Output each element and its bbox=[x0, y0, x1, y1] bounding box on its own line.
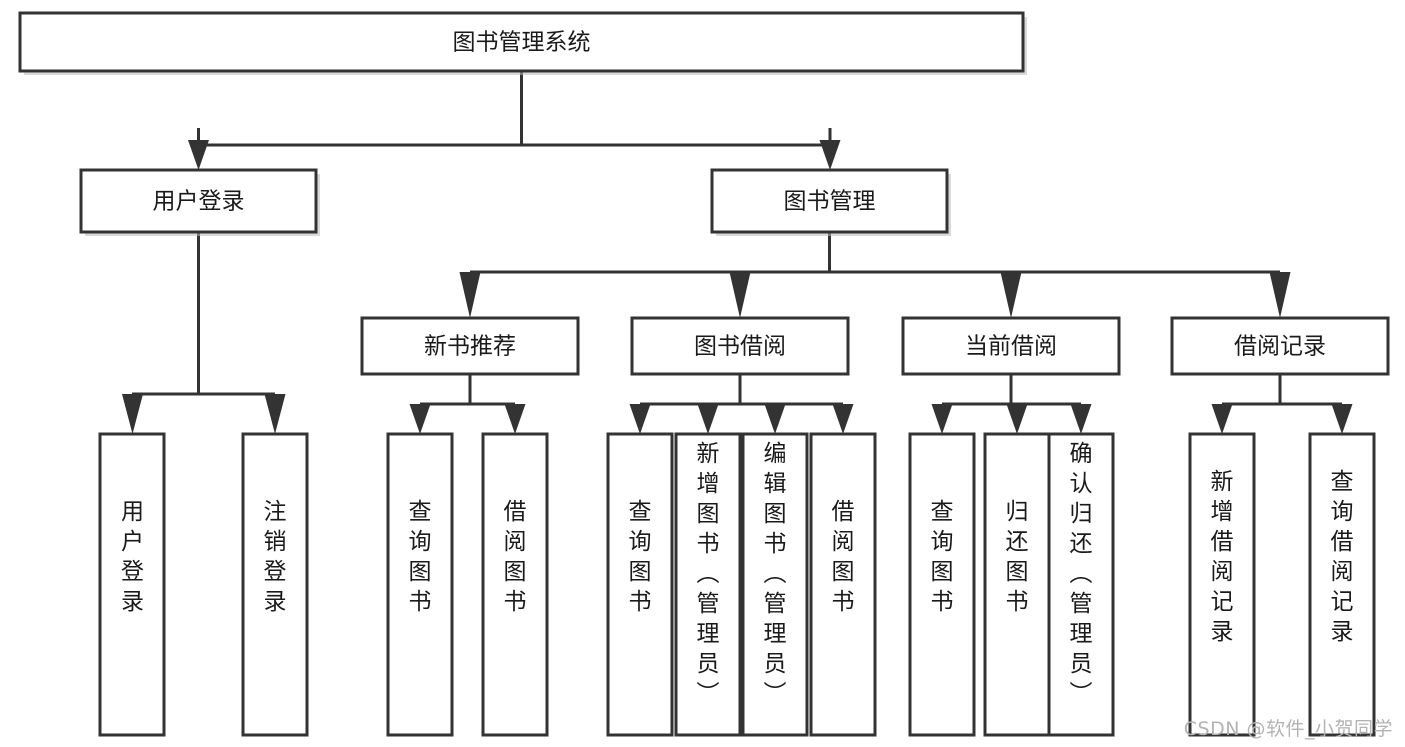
leaf-add-book-label: 新增图书︵管理员︶ bbox=[697, 441, 720, 707]
book-borrow-label: 图书借阅 bbox=[694, 334, 786, 360]
edge-bookborrow-to-leaves bbox=[640, 374, 843, 406]
current-borrow-label: 当前借阅 bbox=[965, 334, 1057, 360]
arrowhead-leaf-borrow-book-2 bbox=[832, 404, 854, 434]
node-root[interactable]: 图书管理系统 bbox=[18, 11, 1027, 75]
leaf-edit-book-box bbox=[741, 432, 809, 737]
arrowhead-new-book-rec bbox=[459, 272, 481, 318]
arrow-to-book-manage bbox=[819, 140, 841, 170]
csdn-watermark: CSDN @软件_小贺同学 bbox=[1183, 718, 1393, 740]
node-book-borrow[interactable]: 图书借阅 bbox=[630, 316, 850, 376]
arrowhead-current-borrow bbox=[1000, 272, 1022, 318]
arrowhead-user-login bbox=[188, 140, 209, 170]
node-leaf-add-record[interactable]: 新增借阅记录 bbox=[1188, 432, 1256, 737]
user-login-box bbox=[79, 168, 318, 234]
arrowhead-leaf-edit-book bbox=[764, 404, 786, 434]
node-new-book-rec[interactable]: 新书推荐 bbox=[360, 316, 580, 376]
leaf-add-record-label: 新增借阅记录 bbox=[1211, 469, 1234, 645]
node-leaf-query-record[interactable]: 查询借阅记录 bbox=[1308, 432, 1376, 737]
node-leaf-user-logout[interactable]: 注销登录 bbox=[241, 432, 309, 737]
leaf-query-book-2-label: 查询图书 bbox=[629, 499, 652, 615]
arrowhead-book-borrow bbox=[729, 272, 751, 318]
leaf-borrow-book-2-box bbox=[809, 432, 877, 737]
new-book-rec-box bbox=[360, 316, 580, 376]
node-leaf-query-book-2[interactable]: 查询图书 bbox=[606, 432, 674, 737]
node-leaf-query-book-3[interactable]: 查询图书 bbox=[908, 432, 976, 737]
edge-userlogin-to-leaves bbox=[132, 232, 275, 396]
leaf-return-book-box bbox=[983, 432, 1051, 737]
leaf-borrow-book-1-box bbox=[481, 432, 549, 737]
borrow-record-box bbox=[1170, 316, 1390, 376]
leaf-return-book-label: 归还图书 bbox=[1006, 499, 1029, 615]
node-user-login[interactable]: 用户登录 bbox=[79, 168, 320, 236]
arrowhead-borrow-record bbox=[1269, 272, 1291, 318]
node-leaf-user-login[interactable]: 用户登录 bbox=[98, 432, 166, 737]
book-manage-box bbox=[710, 168, 949, 234]
borrow-record-label: 借阅记录 bbox=[1234, 334, 1326, 360]
leaf-add-record-box bbox=[1188, 432, 1256, 737]
leaf-edit-book-label: 编辑图书︵管理员︶ bbox=[764, 441, 787, 707]
leaf-add-book-box bbox=[674, 432, 742, 737]
leaf-query-record-label: 查询借阅记录 bbox=[1331, 469, 1354, 645]
arrow-to-current-borrow bbox=[1000, 272, 1022, 318]
node-leaf-borrow-book-2[interactable]: 借阅图书 bbox=[809, 432, 877, 737]
node-leaf-edit-book[interactable]: 编辑图书︵管理员︶ bbox=[741, 432, 809, 737]
node-leaf-query-book-1[interactable]: 查询图书 bbox=[386, 432, 454, 737]
leaf-confirm-return-box bbox=[1047, 432, 1115, 737]
leaf-query-book-3-box bbox=[908, 432, 976, 737]
edge-root-to-level2 bbox=[197, 71, 832, 147]
leaf-borrow-book-2-label: 借阅图书 bbox=[832, 499, 855, 615]
new-book-rec-label: 新书推荐 bbox=[424, 334, 516, 360]
leaf-user-logout-box bbox=[241, 432, 309, 737]
root-box bbox=[18, 11, 1025, 73]
arrowhead-leaf-query-book-3 bbox=[931, 404, 953, 434]
node-leaf-add-book[interactable]: 新增图书︵管理员︶ bbox=[674, 432, 742, 737]
leaf-borrow-book-1-label: 借阅图书 bbox=[504, 499, 527, 615]
arrowhead-leaf-confirm-return bbox=[1070, 404, 1092, 434]
node-borrow-record[interactable]: 借阅记录 bbox=[1170, 316, 1390, 376]
arrowhead-leaf-user-login bbox=[122, 394, 143, 434]
current-borrow-box bbox=[901, 316, 1121, 376]
node-leaf-return-book[interactable]: 归还图书 bbox=[983, 432, 1051, 737]
arrow-to-new-book-rec bbox=[459, 272, 481, 318]
book-borrow-box bbox=[630, 316, 850, 376]
node-leaf-borrow-book-1[interactable]: 借阅图书 bbox=[481, 432, 549, 737]
arrowhead-leaf-add-record bbox=[1211, 404, 1233, 434]
connector-layer bbox=[122, 71, 1353, 434]
leaf-user-logout-label: 注销登录 bbox=[264, 499, 287, 615]
edge-bookmanage-to-level3 bbox=[470, 232, 1280, 274]
user-login-label: 用户登录 bbox=[153, 189, 245, 215]
leaf-user-login-label: 用户登录 bbox=[121, 499, 144, 615]
arrow-to-book-borrow bbox=[729, 272, 751, 318]
arrowhead-leaf-query-book-2 bbox=[629, 404, 651, 434]
arrowhead-leaf-query-book-1 bbox=[409, 404, 431, 434]
arrowhead-leaf-user-logout bbox=[264, 394, 286, 434]
node-book-manage[interactable]: 图书管理 bbox=[710, 168, 951, 236]
node-leaf-confirm-return[interactable]: 确认归还︵管理员︶ bbox=[1047, 432, 1115, 737]
node-current-borrow[interactable]: 当前借阅 bbox=[901, 316, 1121, 376]
arrowhead-leaf-borrow-book-1 bbox=[504, 404, 526, 434]
arrow-to-borrow-record bbox=[1269, 272, 1291, 318]
leaf-query-book-1-box bbox=[386, 432, 454, 737]
leaf-user-login-box bbox=[98, 432, 166, 737]
edge-currentborrow-to-leaves bbox=[942, 374, 1081, 406]
edge-borrowrecord-to-leaves bbox=[1222, 374, 1342, 406]
leaf-query-book-1-label: 查询图书 bbox=[409, 499, 432, 615]
arrow-to-user-login bbox=[188, 140, 209, 170]
root-label: 图书管理系统 bbox=[453, 30, 591, 56]
book-manage-label: 图书管理 bbox=[784, 189, 876, 215]
leaf-confirm-return-label: 确认归还︵管理员︶ bbox=[1070, 441, 1093, 707]
leaf-query-record-box bbox=[1308, 432, 1376, 737]
arrowhead-leaf-return-book bbox=[1006, 404, 1028, 434]
arrowhead-leaf-query-record bbox=[1331, 404, 1353, 434]
leaf-query-book-3-label: 查询图书 bbox=[931, 499, 954, 615]
leaf-query-book-2-box bbox=[606, 432, 674, 737]
arrowhead-book-manage bbox=[819, 140, 841, 170]
edge-newbook-to-leaves bbox=[420, 374, 515, 406]
arrowhead-leaf-add-book bbox=[697, 404, 719, 434]
arrowheads-leaf-layer bbox=[122, 394, 1353, 434]
